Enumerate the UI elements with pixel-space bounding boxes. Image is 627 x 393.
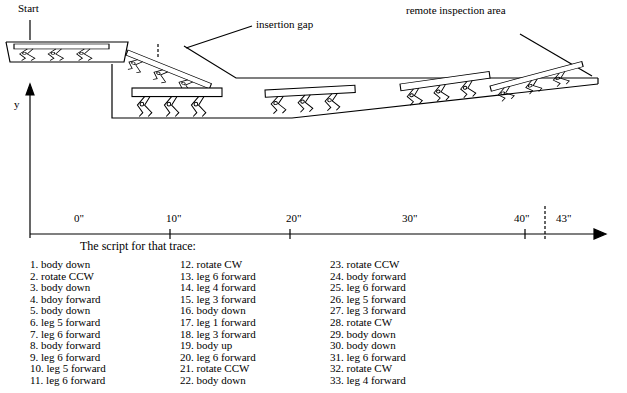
- axis-tick-label: 30": [402, 212, 418, 224]
- axis-tick-label: 20": [286, 212, 302, 224]
- script-step: 23. rotate CCW: [330, 258, 399, 270]
- figure-label: remote inspection area: [406, 4, 518, 16]
- script-step: 4. bdoy forward: [30, 293, 101, 305]
- axis-tick-label: 40": [514, 212, 530, 224]
- script-step: 22. body down: [180, 374, 246, 386]
- script-step: 16. body down: [180, 304, 246, 316]
- script-step: 15. leg 3 forward: [180, 293, 256, 305]
- list-heading: The script for that trace:: [80, 240, 196, 253]
- script-step: 18. leg 3 forward: [180, 328, 256, 340]
- script-step: 25. leg 6 forward: [330, 281, 406, 293]
- script-step: 3. body down: [30, 281, 90, 293]
- script-step: 13. leg 6 forward: [180, 270, 256, 282]
- script-step: 30. body down: [330, 339, 396, 351]
- script-step: 17. leg 1 forward: [180, 316, 256, 328]
- script-step: 20. leg 6 forward: [180, 351, 256, 363]
- script-step: 8. body forward: [30, 339, 101, 351]
- script-step: 29. body down: [330, 328, 396, 340]
- script-step: 5. body down: [30, 304, 90, 316]
- figure-label: insertion gap: [256, 18, 313, 30]
- script-step: 10. leg 5 forward: [30, 362, 106, 374]
- script-step: 7. leg 6 forward: [30, 328, 100, 340]
- figure-label: Start: [18, 2, 39, 14]
- script-step: 12. rotate CW: [180, 258, 242, 270]
- script-step: 14. leg 4 forward: [180, 281, 256, 293]
- axis-tick-label: 0": [74, 212, 84, 224]
- script-step: 2. rotate CCW: [30, 270, 94, 282]
- script-step: 27. leg 3 forward: [330, 304, 406, 316]
- script-step: 31. leg 6 forward: [330, 351, 406, 363]
- axis-tick-label: 43": [556, 212, 572, 224]
- script-step: 28. rotate CW: [330, 316, 392, 328]
- script-step: 24. body forward: [330, 270, 406, 282]
- script-step: 9. leg 6 forward: [30, 351, 100, 363]
- script-step: 32. rotate CW: [330, 362, 392, 374]
- script-step: 21. rotate CCW: [180, 362, 249, 374]
- axis-tick-label: 10": [166, 212, 182, 224]
- script-step: 6. leg 5 forward: [30, 316, 100, 328]
- script-step: 11. leg 6 forward: [30, 374, 105, 386]
- script-step: 26. leg 5 forward: [330, 293, 406, 305]
- figure-label: y: [14, 98, 20, 110]
- script-step: 19. body up: [180, 339, 232, 351]
- script-step: 1. body down: [30, 258, 90, 270]
- script-step: 33. leg 4 forward: [330, 374, 406, 386]
